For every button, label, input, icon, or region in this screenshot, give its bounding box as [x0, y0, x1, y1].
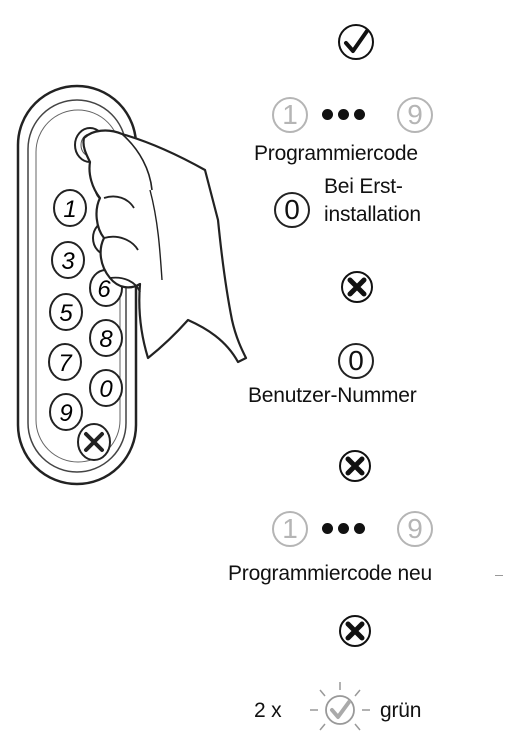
- led-blink-icon: [310, 682, 370, 731]
- svg-text:1: 1: [63, 196, 76, 223]
- key-0-symbol: 0: [274, 192, 310, 228]
- programmiercode-label: Programmiercode: [254, 142, 418, 165]
- keypad-key-0: 0: [89, 369, 123, 407]
- key-0-symbol: 0: [338, 343, 374, 379]
- ellipsis-dots: [322, 109, 370, 120]
- key-9-symbol: 9: [397, 97, 433, 133]
- benutzer-nummer-label: Benutzer-Nummer: [248, 384, 417, 407]
- first-install-note-line2: installation: [324, 203, 421, 226]
- repeat-count-label: 2 x: [254, 699, 282, 722]
- confirm-x-icon: [339, 450, 371, 482]
- programmiercode-neu-label: Programmiercode neu: [228, 562, 432, 585]
- keypad-key-1: 1: [53, 189, 87, 227]
- hand: [82, 129, 248, 364]
- confirm-x-icon: [341, 271, 373, 303]
- keypad-key-7: 7: [48, 343, 82, 381]
- keypad-key-8: 8: [89, 319, 123, 357]
- keypad-key-9: 9: [49, 393, 83, 431]
- divider-tick: [495, 575, 503, 576]
- svg-text:7: 7: [58, 350, 73, 377]
- confirm-x-icon: [339, 615, 371, 647]
- first-install-note-line1: Bei Erst-: [324, 175, 403, 198]
- svg-text:5: 5: [59, 300, 73, 327]
- svg-text:8: 8: [99, 326, 113, 353]
- svg-text:3: 3: [61, 248, 75, 275]
- svg-text:0: 0: [99, 376, 113, 403]
- keypad-illustration: 1 3 5 7 9 6 8 0: [16, 84, 248, 486]
- led-color-label: grün: [380, 699, 422, 722]
- ellipsis-dots: [322, 523, 370, 534]
- svg-text:6: 6: [97, 276, 111, 303]
- check-icon: [338, 24, 374, 60]
- keypad-key-star: [77, 423, 111, 461]
- keypad-key-5: 5: [49, 293, 83, 331]
- svg-text:9: 9: [59, 400, 72, 427]
- key-1-symbol: 1: [272, 511, 308, 547]
- keypad-key-3: 3: [51, 241, 85, 279]
- key-9-symbol: 9: [397, 511, 433, 547]
- key-1-symbol: 1: [272, 97, 308, 133]
